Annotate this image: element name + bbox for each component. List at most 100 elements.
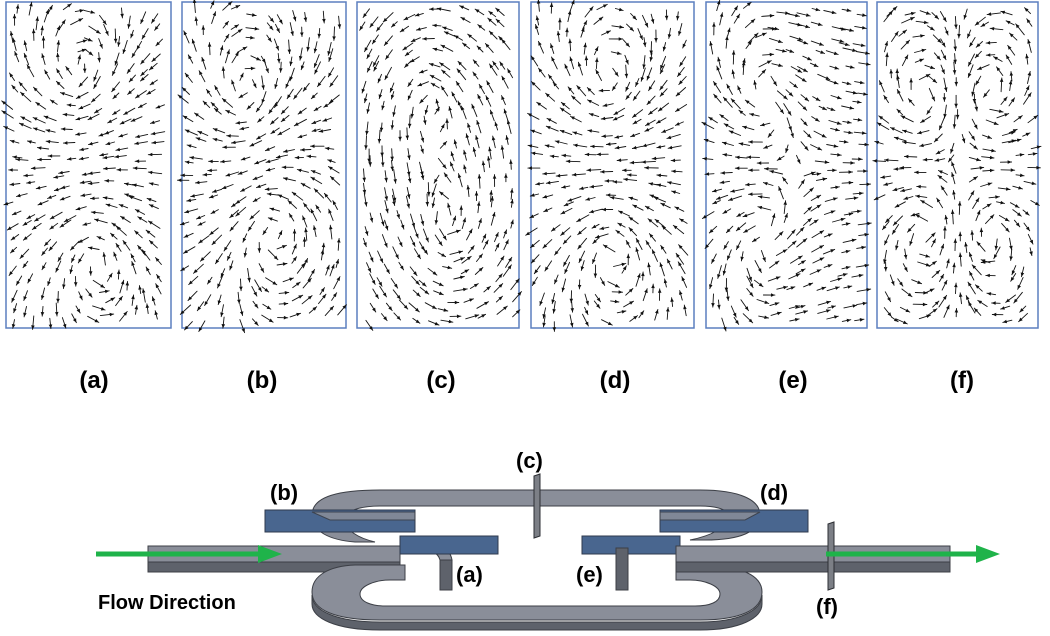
velocity-vector bbox=[809, 269, 822, 275]
velocity-vector bbox=[852, 43, 866, 47]
velocity-vector bbox=[184, 208, 199, 214]
velocity-vector bbox=[632, 204, 644, 211]
velocity-vector bbox=[183, 30, 190, 44]
velocity-vector bbox=[954, 16, 958, 30]
velocity-vector bbox=[900, 39, 911, 50]
velocity-vector bbox=[713, 93, 722, 104]
velocity-vector bbox=[315, 204, 322, 213]
velocity-vector bbox=[196, 215, 206, 220]
velocity-vector bbox=[264, 146, 276, 152]
velocity-vector bbox=[212, 138, 223, 142]
velocity-vector bbox=[48, 241, 58, 252]
velocity-vector bbox=[512, 309, 521, 318]
velocity-vector bbox=[392, 246, 399, 260]
velocity-vector bbox=[145, 303, 150, 315]
velocity-vector bbox=[985, 53, 996, 57]
velocity-vector bbox=[562, 235, 572, 245]
velocity-vector bbox=[743, 1, 752, 9]
velocity-vector bbox=[75, 206, 87, 211]
velocity-vector bbox=[276, 262, 288, 266]
velocity-vector bbox=[88, 141, 99, 146]
velocity-vector bbox=[55, 302, 59, 317]
velocity-vector bbox=[151, 296, 156, 306]
panel-e-vectors bbox=[701, 0, 872, 332]
velocity-vector bbox=[74, 9, 85, 13]
velocity-vector bbox=[708, 225, 718, 234]
velocity-vector bbox=[198, 235, 210, 244]
velocity-vector bbox=[409, 266, 418, 277]
velocity-vector bbox=[113, 28, 118, 44]
velocity-vector bbox=[973, 307, 982, 316]
panel-c-vectors bbox=[359, 5, 522, 331]
velocity-vector bbox=[974, 16, 986, 26]
velocity-vector bbox=[1013, 219, 1021, 228]
velocity-vector bbox=[726, 249, 732, 261]
velocity-vector bbox=[337, 15, 342, 29]
velocity-vector bbox=[571, 95, 582, 105]
velocity-vector bbox=[184, 321, 193, 331]
velocity-vector bbox=[37, 157, 52, 162]
velocity-vector bbox=[925, 232, 936, 243]
velocity-vector bbox=[788, 305, 800, 309]
velocity-vector bbox=[35, 16, 39, 31]
velocity-vector bbox=[102, 252, 106, 266]
velocity-vector bbox=[337, 238, 341, 251]
velocity-vector bbox=[461, 217, 466, 230]
velocity-vector bbox=[428, 63, 441, 68]
velocity-vector bbox=[824, 197, 838, 202]
velocity-vector bbox=[53, 175, 65, 179]
velocity-vector bbox=[554, 246, 562, 256]
velocity-vector bbox=[892, 186, 904, 192]
velocity-vector bbox=[239, 319, 246, 334]
velocity-vector bbox=[542, 315, 546, 328]
velocity-vector bbox=[422, 228, 429, 243]
velocity-vector bbox=[422, 37, 435, 41]
velocity-vector bbox=[612, 180, 623, 184]
velocity-vector bbox=[702, 157, 714, 161]
velocity-vector bbox=[985, 41, 997, 45]
velocity-vector bbox=[127, 15, 131, 29]
velocity-vector bbox=[384, 66, 392, 81]
velocity-vector bbox=[15, 4, 20, 14]
velocity-vector bbox=[609, 196, 624, 200]
velocity-vector bbox=[3, 201, 14, 206]
velocity-vector bbox=[704, 172, 715, 176]
velocity-vector bbox=[256, 183, 267, 189]
velocity-vector bbox=[147, 220, 161, 229]
velocity-vector bbox=[659, 262, 665, 277]
velocity-vector bbox=[184, 72, 193, 83]
velocity-vector bbox=[188, 275, 199, 286]
velocity-vector bbox=[885, 52, 889, 67]
velocity-vector bbox=[967, 64, 974, 78]
velocity-vector bbox=[462, 42, 471, 50]
velocity-vector bbox=[728, 195, 743, 201]
velocity-vector bbox=[664, 9, 669, 21]
velocity-vector bbox=[928, 87, 936, 102]
velocity-vector bbox=[280, 106, 289, 115]
velocity-vector bbox=[492, 60, 499, 70]
velocity-vector bbox=[974, 101, 979, 112]
velocity-vector bbox=[230, 24, 240, 30]
velocity-vector bbox=[648, 80, 656, 92]
velocity-vector bbox=[93, 108, 103, 114]
velocity-vector bbox=[83, 37, 93, 42]
velocity-vector bbox=[392, 188, 397, 203]
velocity-vector bbox=[967, 301, 976, 314]
velocity-vector bbox=[720, 171, 733, 175]
velocity-vector bbox=[252, 300, 259, 309]
velocity-vector bbox=[221, 66, 226, 79]
velocity-vector bbox=[211, 188, 223, 193]
velocity-vector bbox=[437, 308, 449, 312]
velocity-vector bbox=[527, 112, 540, 120]
velocity-vector bbox=[472, 147, 477, 157]
velocity-vector bbox=[270, 127, 280, 135]
velocity-vector bbox=[1025, 53, 1029, 65]
velocity-vector bbox=[114, 52, 120, 66]
velocity-vector bbox=[883, 261, 888, 272]
velocity-vector bbox=[286, 88, 294, 100]
velocity-vector bbox=[589, 184, 603, 189]
velocity-vector bbox=[623, 300, 634, 308]
velocity-vector bbox=[940, 38, 946, 48]
velocity-vector bbox=[78, 156, 89, 161]
velocity-vector bbox=[116, 168, 128, 172]
